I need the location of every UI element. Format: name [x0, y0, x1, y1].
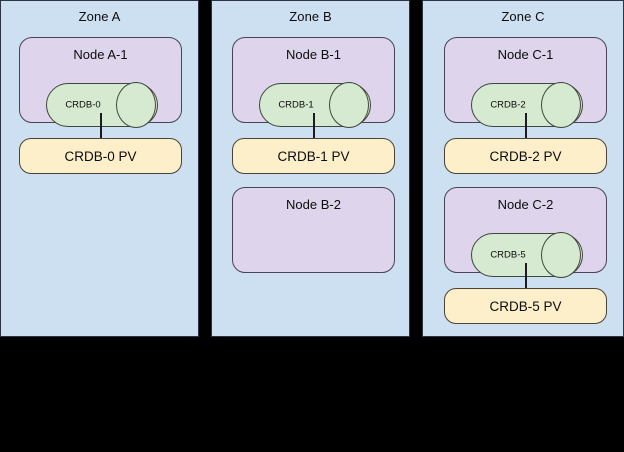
- volume-crdb-1-pv-label: CRDB-1 PV: [277, 148, 350, 164]
- node-c-1: Node C-1 CRDB-2: [444, 37, 607, 128]
- zone-b-title: Zone B: [289, 9, 332, 24]
- database-crdb-5-label: CRDB-5: [490, 249, 526, 261]
- database-crdb-0-label: CRDB-0: [65, 99, 101, 111]
- node-b-2-title: Node B-2: [286, 197, 341, 212]
- volume-crdb-5-pv-label: CRDB-5 PV: [489, 298, 562, 314]
- connector-crdb-2: [525, 113, 527, 139]
- database-crdb-2: CRDB-2: [471, 82, 583, 128]
- volume-crdb-0-pv-label: CRDB-0 PV: [64, 148, 137, 164]
- database-cylinder-cap: [541, 82, 581, 128]
- connector-crdb-1: [313, 113, 315, 139]
- zone-a-title: Zone A: [78, 9, 121, 24]
- zone-c: Zone C Node C-1 CRDB-2 CRDB-2 PV Node C-…: [422, 0, 624, 337]
- node-c-1-title: Node C-1: [497, 47, 554, 62]
- volume-crdb-5-pv: CRDB-5 PV: [444, 288, 607, 324]
- zone-a: Zone A Node A-1 CRDB-0 CRDB-0 PV: [0, 0, 199, 337]
- node-a-1: Node A-1 CRDB-0: [19, 37, 182, 128]
- volume-crdb-2-pv-label: CRDB-2 PV: [489, 148, 562, 164]
- connector-crdb-5: [525, 263, 527, 289]
- node-c-2-title: Node C-2: [497, 197, 554, 212]
- node-b-2: Node B-2: [232, 187, 395, 273]
- node-a-1-title: Node A-1: [73, 47, 128, 62]
- node-b-1-title: Node B-1: [286, 47, 341, 62]
- database-crdb-5: CRDB-5: [471, 232, 583, 278]
- database-cylinder-cap: [329, 82, 369, 128]
- node-b-1: Node B-1 CRDB-1: [232, 37, 395, 128]
- zone-c-title: Zone C: [501, 9, 545, 24]
- database-cylinder-cap: [541, 232, 581, 278]
- volume-crdb-1-pv: CRDB-1 PV: [232, 138, 395, 174]
- database-crdb-2-label: CRDB-2: [490, 99, 526, 111]
- database-crdb-1-label: CRDB-1: [278, 99, 314, 111]
- database-cylinder-cap: [116, 82, 156, 128]
- database-crdb-0: CRDB-0: [46, 82, 158, 128]
- zone-b: Zone B Node B-1 CRDB-1 CRDB-1 PV Node B-…: [211, 0, 410, 337]
- volume-crdb-2-pv: CRDB-2 PV: [444, 138, 607, 174]
- database-crdb-1: CRDB-1: [259, 82, 371, 128]
- node-c-2: Node C-2 CRDB-5: [444, 187, 607, 278]
- connector-crdb-0: [100, 113, 102, 139]
- volume-crdb-0-pv: CRDB-0 PV: [19, 138, 182, 174]
